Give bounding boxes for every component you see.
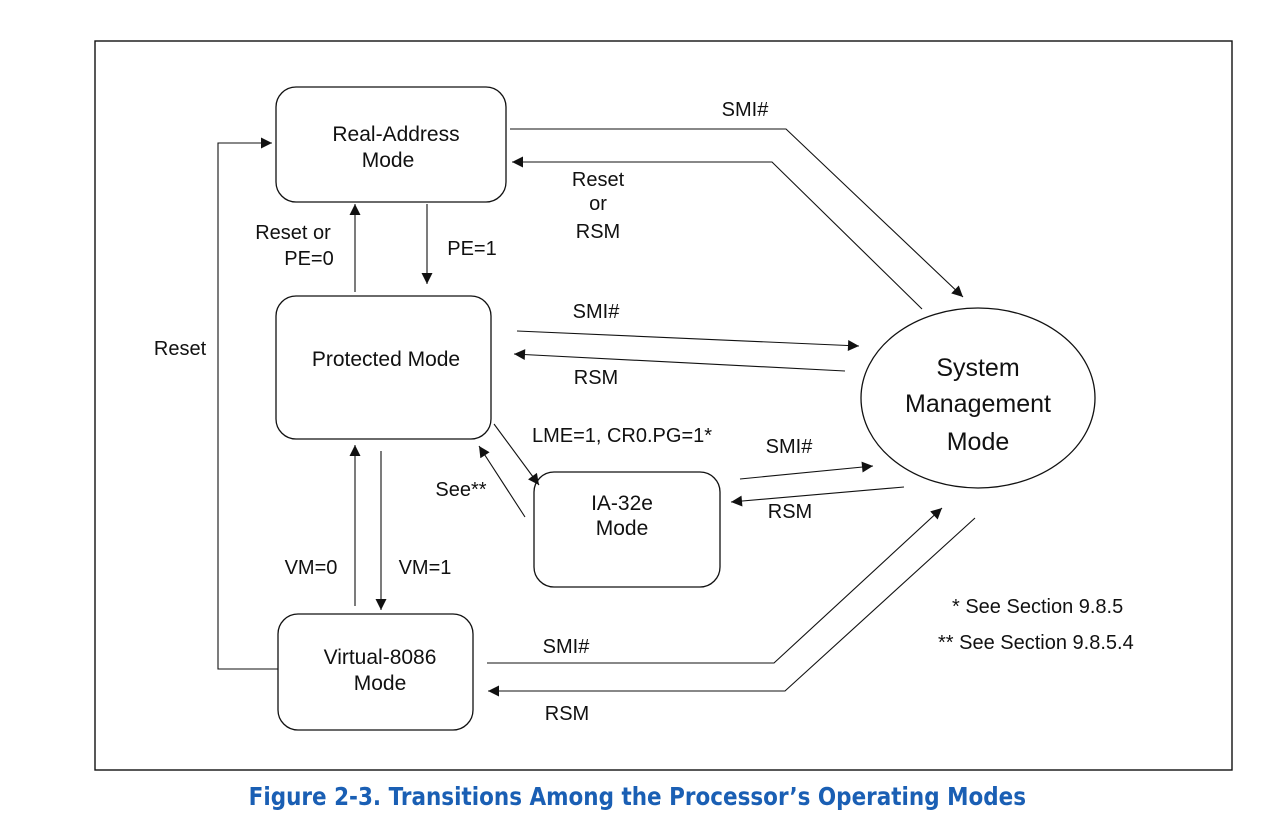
figure-caption: Figure 2-3. Transitions Among the Proces…: [248, 782, 1027, 811]
node-ia32e-line2: Mode: [596, 517, 649, 540]
edge-virtual8086-to-smm: [487, 507, 943, 664]
edge-label-reset-or-rsm-line3: RSM: [576, 221, 620, 243]
edge-label-see-star2: See**: [435, 479, 486, 501]
edge-label-ia32e-rsm: RSM: [768, 501, 812, 523]
edge-label-reset-or-rsm-line2: or: [589, 193, 607, 215]
figure-frame: [94, 40, 1233, 771]
node-smm-line3: Mode: [947, 428, 1010, 456]
edge-protected-to-smm: [516, 330, 860, 352]
edge-real-to-smm: [510, 128, 964, 298]
edge-label-vm1: VM=1: [399, 557, 452, 579]
node-ia32e-mode: IA-32e Mode: [533, 471, 721, 588]
edge-label-reset-or-rsm-line1: Reset: [572, 169, 625, 191]
node-virtual8086-line2: Mode: [354, 672, 407, 695]
edge-label-vm0: VM=0: [285, 557, 338, 579]
edge-label-real-smi: SMI#: [722, 99, 770, 121]
edge-label-v86-rsm: RSM: [545, 703, 589, 725]
edge-smm-to-ia32e: [730, 486, 905, 507]
node-real-address-line1: Real-Address: [332, 123, 459, 146]
edge-label-protected-smi: SMI#: [573, 301, 621, 323]
footnote-1: * See Section 9.8.5: [952, 596, 1123, 618]
node-real-address-mode: Real-Address Mode: [275, 86, 507, 203]
edge-label-v86-smi: SMI#: [543, 636, 591, 658]
node-protected-label: Protected Mode: [312, 348, 460, 371]
edge-label-reset-or-line1: Reset or: [255, 222, 331, 244]
node-virtual-8086-mode: Virtual-8086 Mode: [277, 613, 474, 731]
node-smm-line2: Management: [905, 390, 1051, 418]
node-system-management-mode: System Management Mode: [860, 307, 1096, 489]
node-virtual8086-line1: Virtual-8086: [324, 646, 437, 669]
node-ia32e-line1: IA-32e: [591, 492, 653, 515]
edge-label-pe1: PE=1: [447, 238, 496, 260]
node-protected-mode: Protected Mode: [275, 295, 492, 440]
edge-ia32e-to-protected: [478, 445, 526, 518]
edge-label-ia32e-smi: SMI#: [766, 436, 814, 458]
edge-ia32e-to-smm: [739, 461, 874, 480]
edge-label-reset-or-line2: PE=0: [284, 248, 333, 270]
node-real-address-line2: Mode: [362, 149, 415, 172]
node-smm-line1: System: [936, 354, 1019, 382]
edge-smm-to-virtual8086: [488, 517, 976, 697]
edge-smm-to-protected: [513, 349, 846, 372]
edge-label-lme: LME=1, CR0.PG=1*: [532, 425, 712, 447]
edge-smm-to-real: [512, 156, 923, 310]
edge-protected-to-ia32e: [493, 423, 540, 486]
edge-label-reset-outer: Reset: [154, 338, 207, 360]
edge-label-protected-rsm: RSM: [574, 367, 618, 389]
footnote-2: ** See Section 9.8.5.4: [938, 632, 1134, 654]
edge-reset-outer: [217, 137, 278, 670]
